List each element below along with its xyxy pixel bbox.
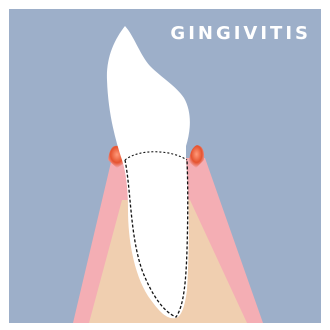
- diagram-title: GINGIVITIS: [170, 25, 311, 43]
- tooth-cross-section-illustration: [9, 9, 321, 323]
- diagram-panel: GINGIVITIS: [9, 9, 321, 323]
